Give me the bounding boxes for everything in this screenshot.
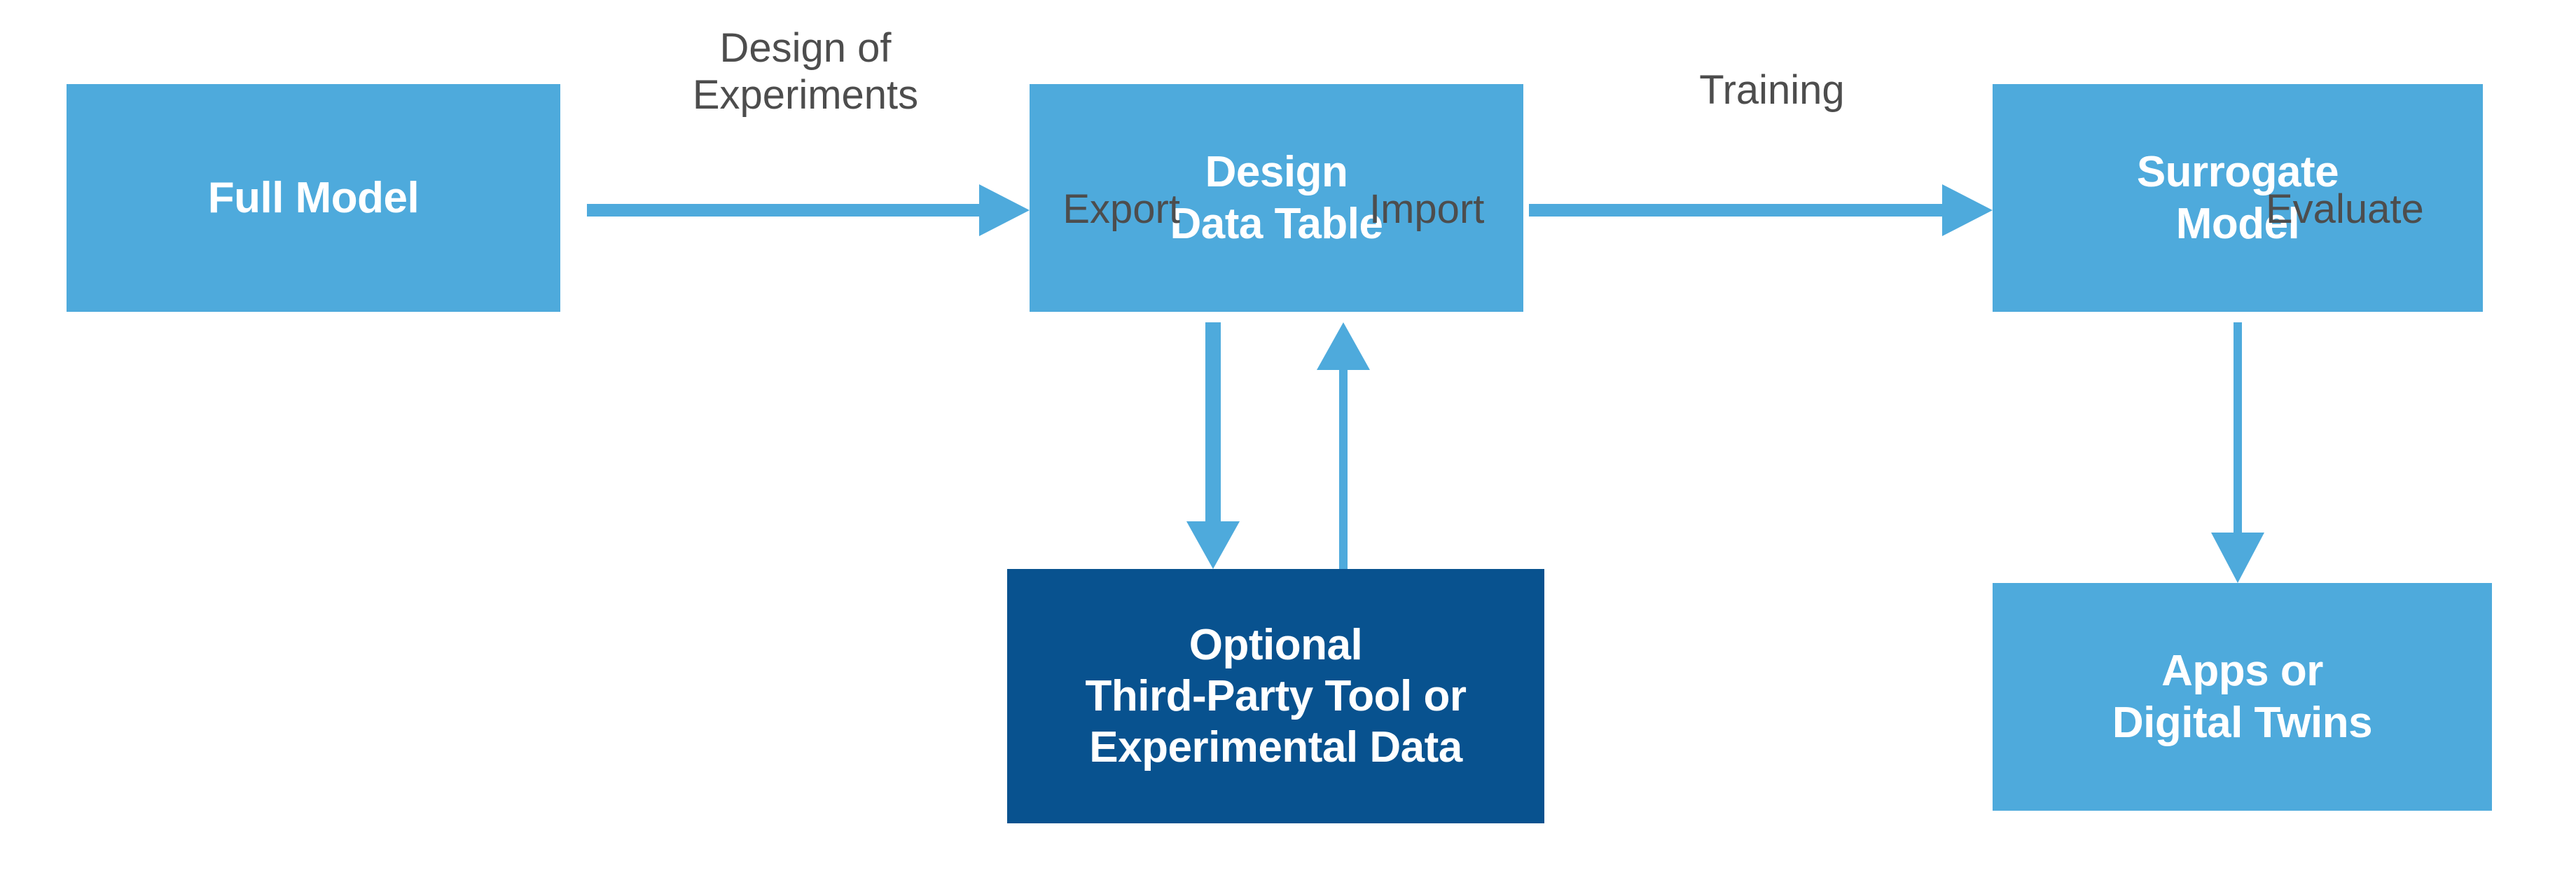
arrow-down-export — [1186, 322, 1240, 569]
node-design-data-table-label: Design Data Table — [1170, 148, 1383, 248]
edge-label-training: Training — [1699, 67, 1845, 113]
node-surrogate-model: Surrogate Model — [1993, 84, 2483, 312]
edge-label-import: Import — [1369, 186, 1485, 232]
arrow-right-design-of-experiments — [587, 184, 1030, 236]
arrow-up-import — [1317, 322, 1370, 569]
node-apps-or-digital-twins-label: Apps or Digital Twins — [2112, 647, 2373, 747]
node-apps-or-digital-twins: Apps or Digital Twins — [1993, 583, 2492, 811]
node-full-model-label: Full Model — [207, 173, 420, 222]
arrow-right-training — [1529, 184, 1993, 236]
edge-label-design-of-experiments: Design of Experiments — [692, 25, 919, 118]
node-surrogate-model-label: Surrogate Model — [2136, 148, 2339, 248]
arrow-down-evaluate — [2211, 322, 2264, 583]
node-optional-third-party-tool: Optional Third-Party Tool or Experimenta… — [1007, 569, 1544, 823]
edge-label-export: Export — [1062, 186, 1180, 232]
node-design-data-table: Design Data Table — [1030, 84, 1523, 312]
node-full-model: Full Model — [67, 84, 560, 312]
node-optional-third-party-tool-label: Optional Third-Party Tool or Experimenta… — [1085, 620, 1467, 772]
edge-label-evaluate: Evaluate — [2266, 186, 2424, 232]
